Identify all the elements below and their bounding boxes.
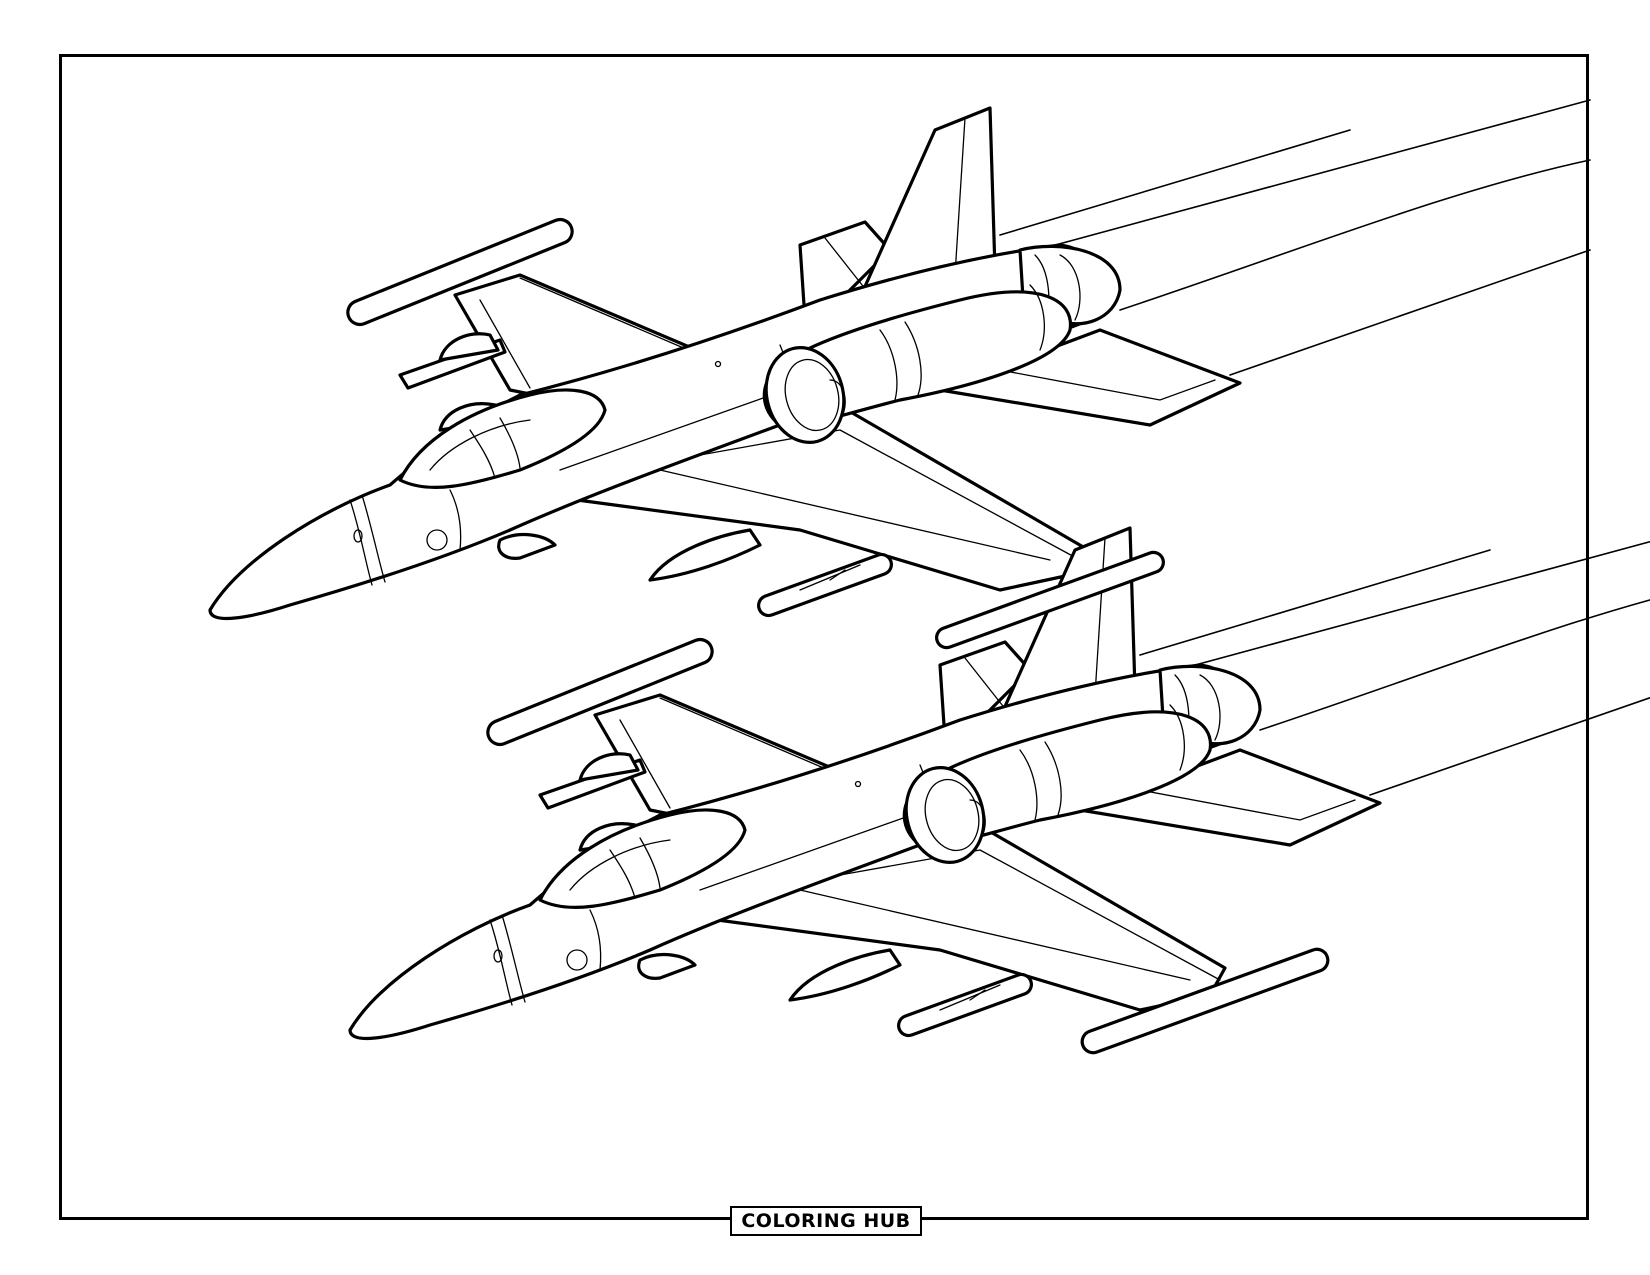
brand-label: COLORING HUB xyxy=(730,1206,922,1236)
wingtip-missile-icon xyxy=(935,550,1330,1055)
fighter-jet-upper xyxy=(208,98,1592,621)
fighter-jet-lower xyxy=(348,518,1650,1041)
